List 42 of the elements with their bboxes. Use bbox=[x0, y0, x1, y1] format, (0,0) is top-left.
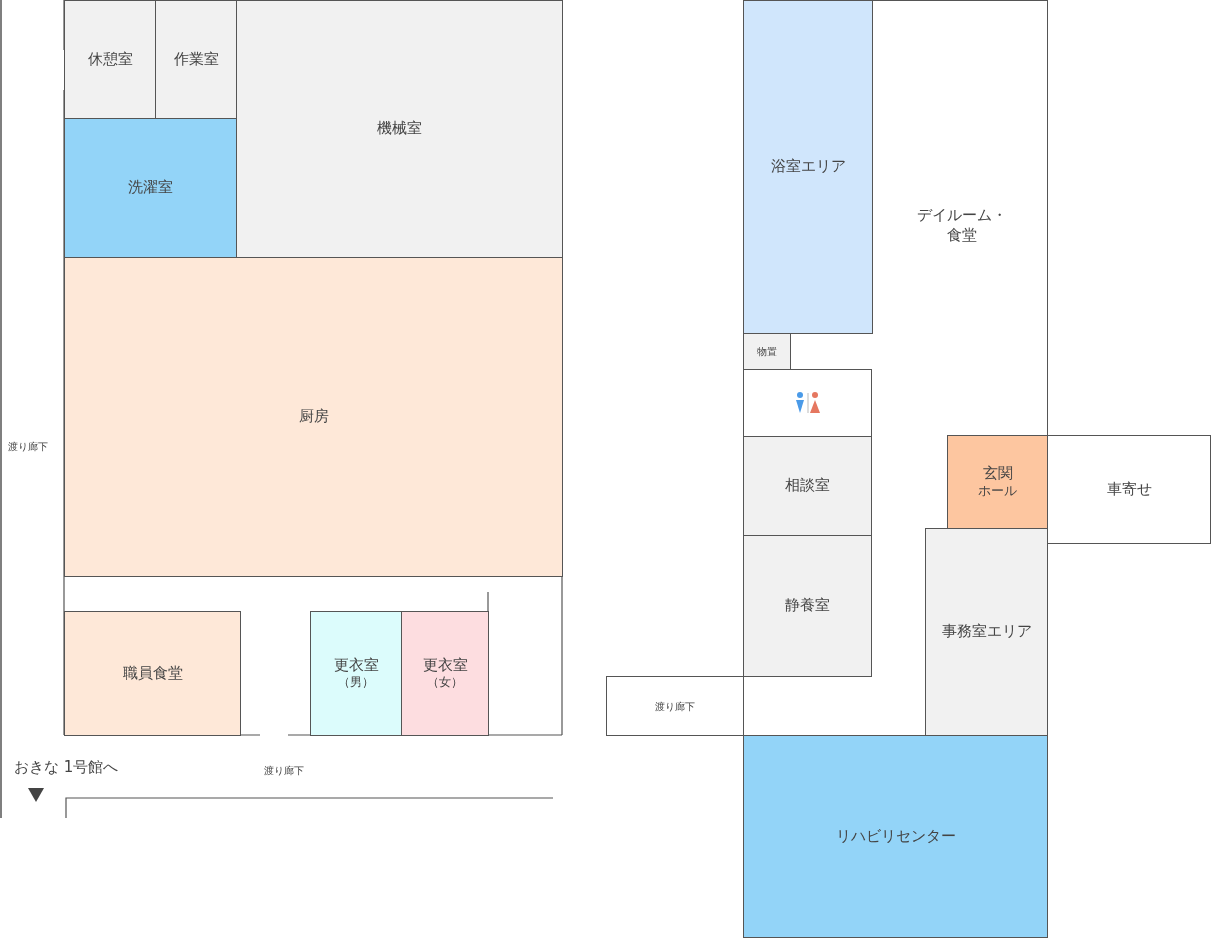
room-label: リハビリセンター bbox=[835, 826, 956, 847]
room-label: 玄関 bbox=[982, 463, 1013, 484]
room-label: 職員食堂 bbox=[122, 663, 183, 684]
room-label: 渡り廊下 bbox=[655, 699, 695, 713]
room bbox=[606, 676, 744, 736]
room-sublabel: （男） bbox=[338, 675, 374, 692]
room bbox=[743, 333, 791, 370]
room-label: 静養室 bbox=[785, 596, 830, 616]
corridor-label: 渡り廊下 bbox=[264, 764, 304, 778]
room bbox=[925, 528, 1048, 736]
room-label: 浴室エリア bbox=[770, 157, 846, 177]
room bbox=[743, 436, 872, 536]
corridor-label: 渡り廊下 bbox=[8, 440, 48, 454]
room bbox=[743, 735, 1048, 938]
room-sublabel: ホール bbox=[978, 483, 1017, 501]
room-label: 休憩室 bbox=[87, 49, 133, 70]
room bbox=[236, 0, 563, 258]
room-label: 機械室 bbox=[377, 119, 422, 139]
room-label: 洗濯室 bbox=[128, 178, 173, 198]
room-label: 車寄せ bbox=[1106, 479, 1152, 500]
room bbox=[64, 118, 237, 258]
room-label: 更衣室 bbox=[333, 655, 379, 676]
room bbox=[743, 0, 1048, 736]
room bbox=[1047, 435, 1211, 544]
room bbox=[155, 0, 237, 119]
room-label: 事務室エリア bbox=[941, 622, 1032, 642]
room bbox=[401, 611, 489, 736]
room bbox=[64, 0, 156, 119]
room-label: 更衣室 bbox=[422, 655, 468, 676]
room bbox=[64, 611, 241, 736]
room-label: 作業室 bbox=[173, 49, 219, 70]
room-sublabel: （女） bbox=[427, 675, 463, 692]
room bbox=[743, 535, 872, 677]
destination-label: おきな 1号館へ bbox=[14, 758, 119, 777]
room-label: 相談室 bbox=[785, 476, 830, 496]
room-label: デイルーム・食堂 bbox=[915, 206, 1008, 245]
room-label: 厨房 bbox=[298, 407, 329, 427]
room bbox=[743, 0, 873, 334]
room bbox=[64, 257, 563, 577]
room bbox=[947, 435, 1048, 529]
room-label: 物置 bbox=[757, 345, 777, 358]
room bbox=[310, 611, 402, 736]
